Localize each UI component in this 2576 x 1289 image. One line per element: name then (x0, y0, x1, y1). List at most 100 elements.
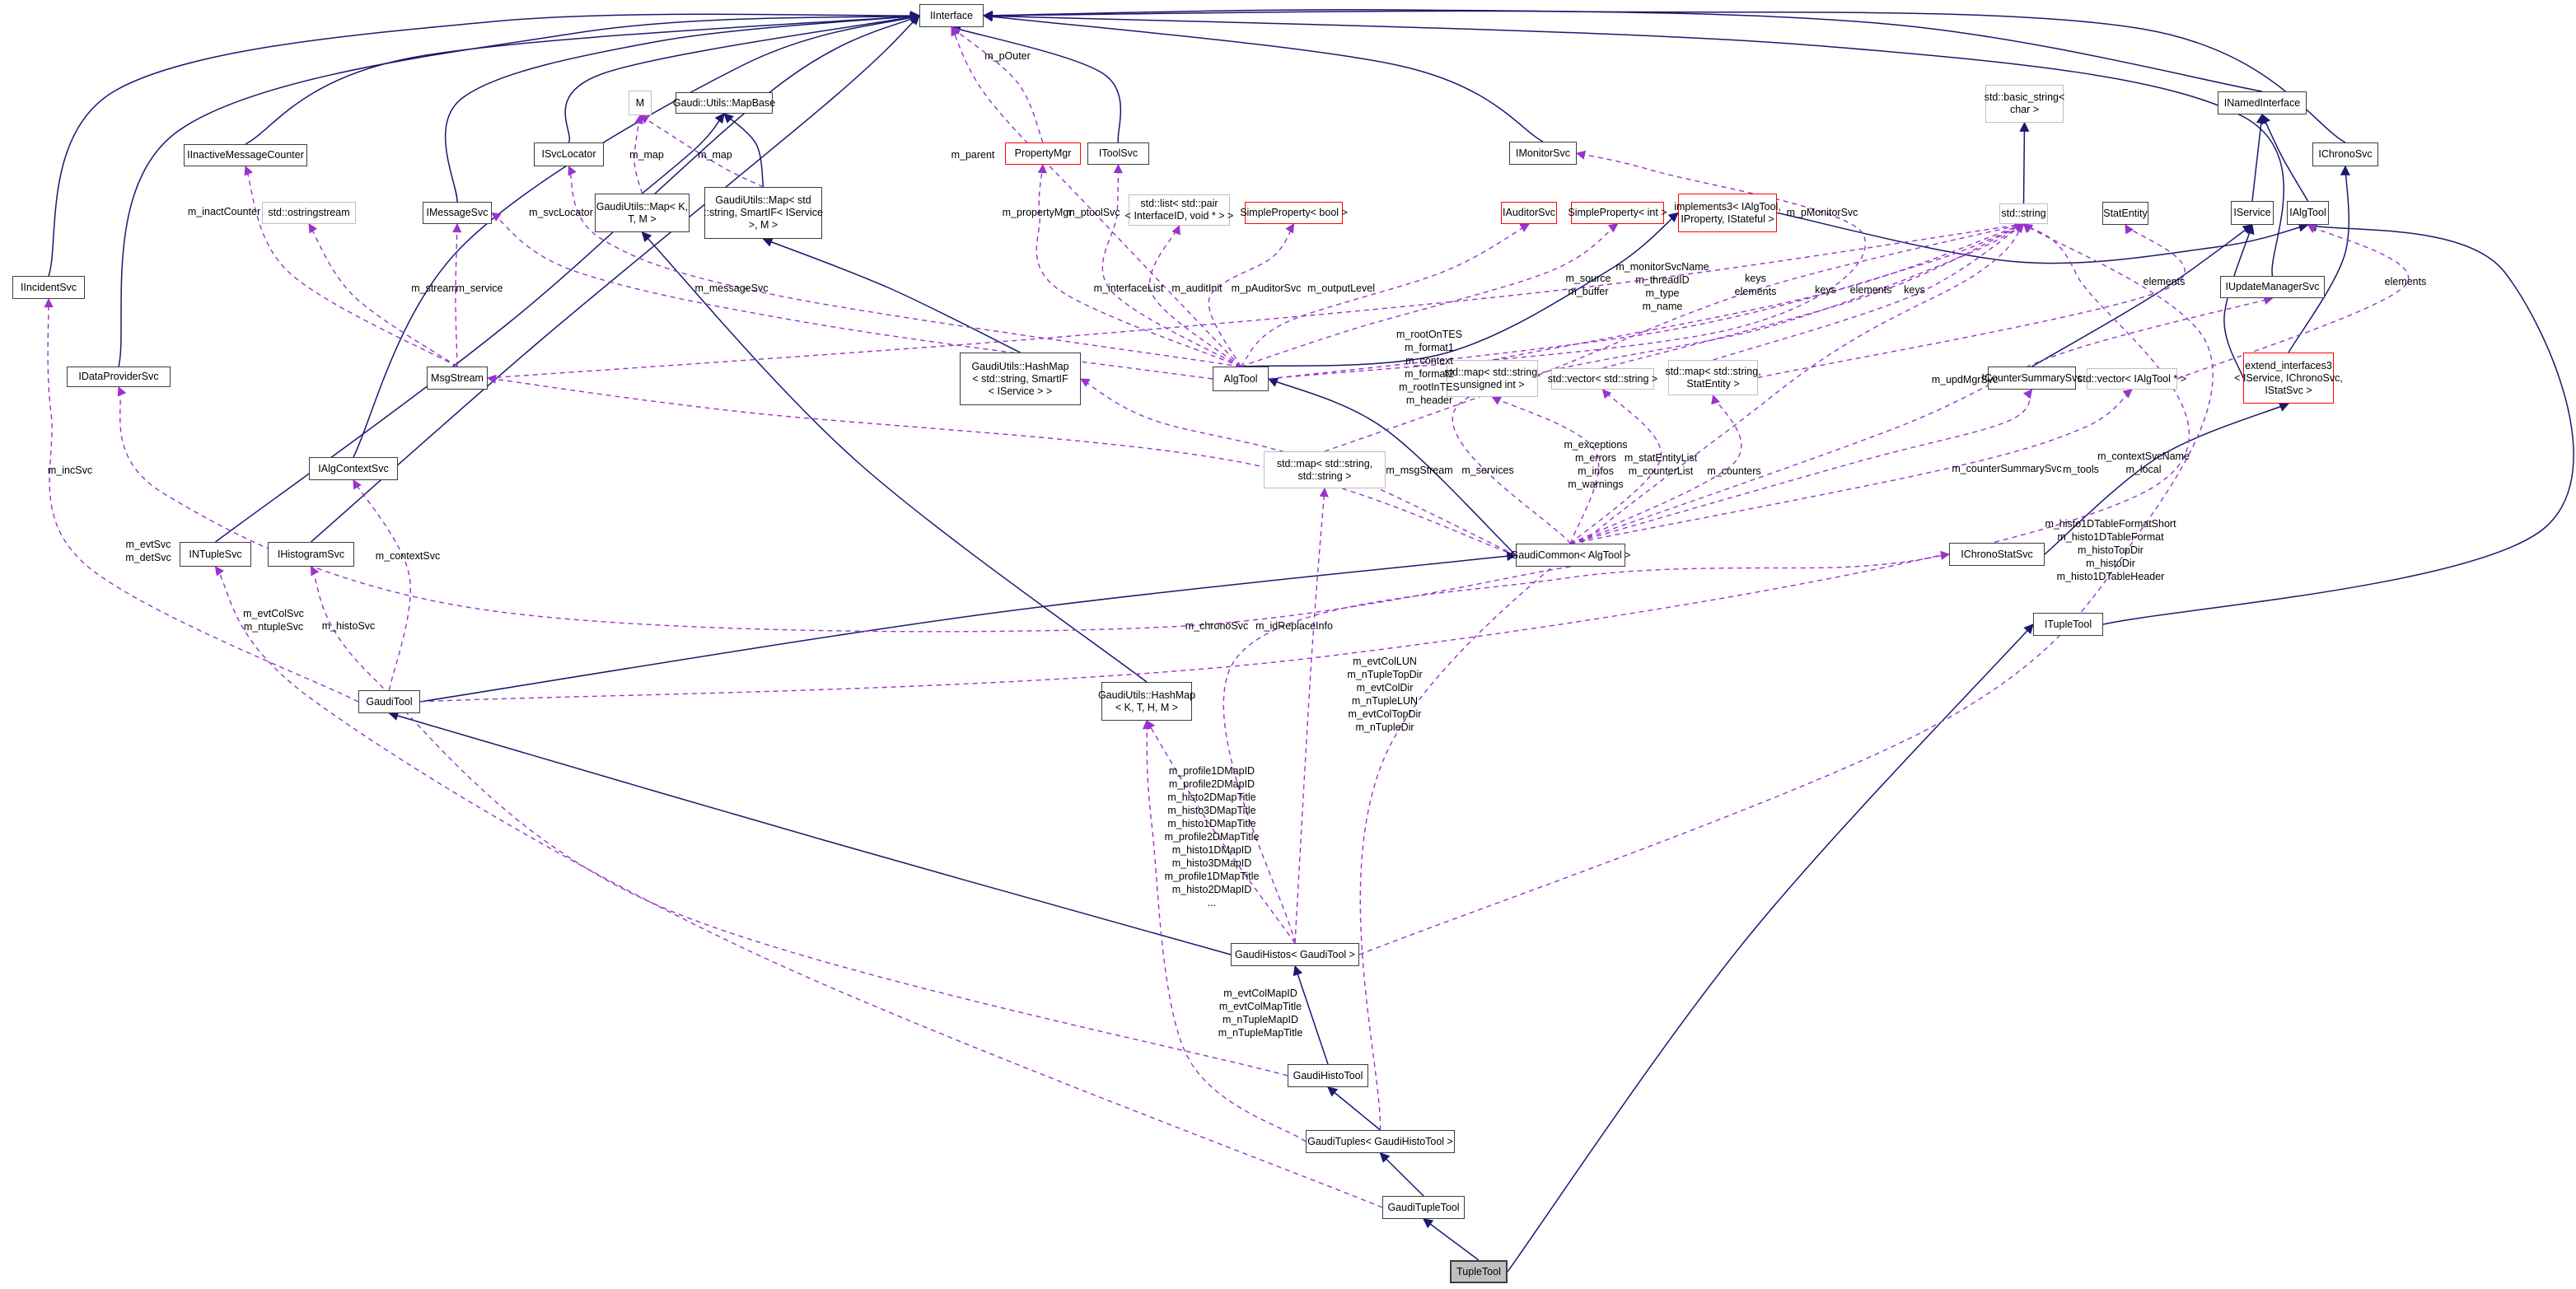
class-node-IIncidentSvc[interactable]: IIncidentSvc (12, 276, 85, 299)
usage-edge-AlgTool-to-ISvcLocator (568, 165, 1241, 367)
usage-edge-AlgTool-to-StdString (1268, 222, 2025, 380)
class-node-MapStdString[interactable]: GaudiUtils::Map< std::string, SmartIF< I… (704, 187, 823, 239)
inheritance-edge-IInactiveMessageCounter-to-IInterface (245, 11, 921, 145)
class-node-HashMapIService[interactable]: GaudiUtils::HashMap< std::string, SmartI… (960, 353, 1081, 405)
class-node-label: IAlgTool (2289, 207, 2326, 218)
class-node-label: SimpleProperty< int > (1568, 207, 1667, 218)
class-node-IToolSvc[interactable]: IToolSvc (1087, 142, 1149, 165)
class-node-StatEntity[interactable]: StatEntity (2102, 202, 2148, 225)
class-node-label: std::vector< IAlgTool * > (2078, 372, 2187, 385)
class-node-label: std::map< std::string, (1444, 366, 1540, 378)
usage-edge-GaudiCommon-to-MapUInt (1491, 396, 1600, 544)
usage-edge-AlgTool-to-SimplePropertyInt (1240, 223, 1619, 367)
inheritance-edge-MapStdString-to-MapBase (723, 113, 764, 188)
class-node-label: ITupleTool (2044, 618, 2092, 630)
class-node-IDataProviderSvc[interactable]: IDataProviderSvc (67, 367, 171, 387)
class-node-ICounterSummarySvc[interactable]: ICounterSummarySvc (1981, 367, 2083, 390)
class-node-MapKTM[interactable]: GaudiUtils::Map< K,T, M > (595, 194, 690, 232)
class-node-ISvcLocator[interactable]: ISvcLocator (534, 142, 604, 166)
class-node-IMessageSvc[interactable]: IMessageSvc (423, 202, 492, 224)
usage-edge-GaudiCommon-to-VectorIAlgTool (1570, 389, 2133, 544)
class-node-ITupleTool[interactable]: ITupleTool (2033, 613, 2103, 636)
class-node-GaudiCommon[interactable]: GaudiCommon< AlgTool > (1511, 544, 1630, 567)
class-node-GaudiTool[interactable]: GaudiTool (358, 690, 420, 713)
class-node-Implements3[interactable]: implements3< IAlgTool,IProperty, IStatef… (1674, 194, 1781, 232)
class-node-IUpdateManagerSvc[interactable]: IUpdateManagerSvc (2220, 276, 2325, 298)
usage-edge-GaudiCommon-to-IUpdateManagerSvc (1570, 296, 2274, 544)
class-node-label: PropertyMgr (1014, 147, 1072, 159)
class-node-IChronoSvc[interactable]: IChronoSvc (2312, 142, 2378, 166)
class-node-TupleTool: TupleTool (1450, 1260, 1508, 1283)
inheritance-edge-HashMapIService-to-MapStdString (762, 237, 1021, 353)
class-node-INamedInterface[interactable]: INamedInterface (2218, 91, 2307, 114)
class-node-label: IProperty, IStateful > (1681, 212, 1774, 225)
inheritance-edge-IToolSvc-to-IInterface (950, 25, 1122, 143)
inheritance-edge-GaudiTool-to-GaudiCommon (419, 551, 1517, 703)
class-node-MsgStream[interactable]: MsgStream (427, 367, 488, 390)
usage-edge-GaudiCommon-to-StdString (1452, 223, 2025, 544)
class-node-IChronoStatSvc[interactable]: IChronoStatSvc (1949, 543, 2045, 566)
class-node-label: M (635, 96, 645, 109)
class-node-label: char > (2009, 104, 2040, 115)
class-node-StdString: std::string (1999, 203, 2048, 224)
class-node-IAlgTool[interactable]: IAlgTool (2287, 201, 2329, 225)
inheritance-edge-IHistogramSvc-to-IInterface (311, 15, 920, 543)
class-node-label: GaudiTool (366, 695, 413, 708)
class-node-GaudiHistoTool[interactable]: GaudiHistoTool (1288, 1064, 1368, 1087)
inheritance-edge-GaudiTupleTool-to-GaudiTuples (1379, 1152, 1424, 1197)
class-node-SimplePropertyInt[interactable]: SimpleProperty< int > (1568, 202, 1667, 224)
usage-edge-AlgTool-to-IInterface (951, 26, 1241, 367)
class-node-label: IDataProviderSvc (78, 371, 159, 382)
usage-edge-AlgTool-to-IAuditorSvc (1240, 223, 1530, 367)
class-node-PropertyMgr[interactable]: PropertyMgr (1005, 142, 1081, 165)
inheritance-edge-ITupleTool-to-IAlgTool (2102, 222, 2574, 625)
usage-edge-GaudiCommon-to-MapStatEntity (1570, 394, 1742, 544)
class-node-HashMapKTHM[interactable]: GaudiUtils::HashMap< K, T, H, M > (1098, 682, 1195, 721)
class-node-label: IStatSvc > (2265, 384, 2312, 396)
usage-edge-MapStdString-to-M (639, 114, 764, 188)
usage-edge-GaudiTuples-to-HashMapKTHM (1142, 719, 1307, 1142)
inheritance-edge-MapKTM-to-MapBase (642, 113, 725, 194)
class-node-IInterface[interactable]: IInterface (919, 4, 984, 27)
class-node-MapUInt: std::map< std::string,unsigned int > (1444, 360, 1540, 397)
class-node-label: IMessageSvc (426, 207, 489, 218)
class-node-OStringStream: std::ostringstream (262, 202, 356, 224)
usage-edge-AlgTool-to-PropertyMgr (1036, 163, 1241, 367)
class-node-label: std::string (2001, 208, 2046, 219)
class-node-label: TupleTool (1456, 1265, 1501, 1277)
usage-edge-VectorString-to-StdString (1602, 223, 2025, 369)
class-node-SimplePropertyBool[interactable]: SimpleProperty< bool > (1240, 202, 1348, 224)
class-node-label: IMonitorSvc (1516, 147, 1570, 159)
class-node-label: IToolSvc (1098, 147, 1138, 159)
usage-edge-MapStatEntity-to-StdString (1713, 223, 2025, 361)
class-node-ExtendInterfaces3[interactable]: extend_interfaces3< IService, IChronoSvc… (2234, 353, 2343, 404)
class-node-AlgTool[interactable]: AlgTool (1213, 367, 1269, 391)
class-node-label: Gaudi::Utils::MapBase (672, 96, 776, 109)
class-node-label: IChronoSvc (2318, 148, 2373, 160)
class-node-label: GaudiTupleTool (1387, 1201, 1460, 1213)
class-node-label: IAuditorSvc (1503, 207, 1555, 218)
class-node-IService[interactable]: IService (2231, 201, 2274, 225)
class-node-IAuditorSvc[interactable]: IAuditorSvc (1501, 202, 1557, 224)
class-node-MapBase[interactable]: Gaudi::Utils::MapBase (672, 92, 776, 114)
class-node-IHistogramSvc[interactable]: IHistogramSvc (268, 542, 354, 567)
class-node-GaudiTuples[interactable]: GaudiTuples< GaudiHistoTool > (1306, 1130, 1455, 1153)
class-node-GaudiHistos[interactable]: GaudiHistos< GaudiTool > (1231, 943, 1359, 966)
class-node-VectorString: std::vector< std::string > (1548, 368, 1657, 390)
class-node-label: ICounterSummarySvc (1981, 371, 2083, 384)
class-node-label: IInterface (929, 9, 974, 21)
usage-edge-GaudiCommon-to-IDataProviderSvc (117, 385, 1571, 633)
class-node-IAlgContextSvc[interactable]: IAlgContextSvc (309, 457, 398, 480)
class-node-IInactiveMessageCounter[interactable]: IInactiveMessageCounter (184, 144, 307, 166)
inheritance-edge-IUpdateManagerSvc-to-IInterface (982, 11, 2284, 277)
class-node-VectorIAlgTool: std::vector< IAlgTool * > (2078, 368, 2186, 390)
class-node-label: SimpleProperty< bool > (1240, 207, 1348, 218)
inheritance-edge-GaudiTuples-to-GaudiHistoTool (1327, 1086, 1381, 1131)
class-node-INTupleSvc[interactable]: INTupleSvc (180, 542, 251, 567)
class-node-IMonitorSvc[interactable]: IMonitorSvc (1509, 142, 1577, 165)
usage-edge-GaudiHistos-to-IChronoStatSvc (1223, 550, 1951, 944)
inheritance-edge-Implements3-to-IAlgTool (1776, 212, 2309, 264)
class-node-GaudiTupleTool[interactable]: GaudiTupleTool (1382, 1196, 1465, 1219)
